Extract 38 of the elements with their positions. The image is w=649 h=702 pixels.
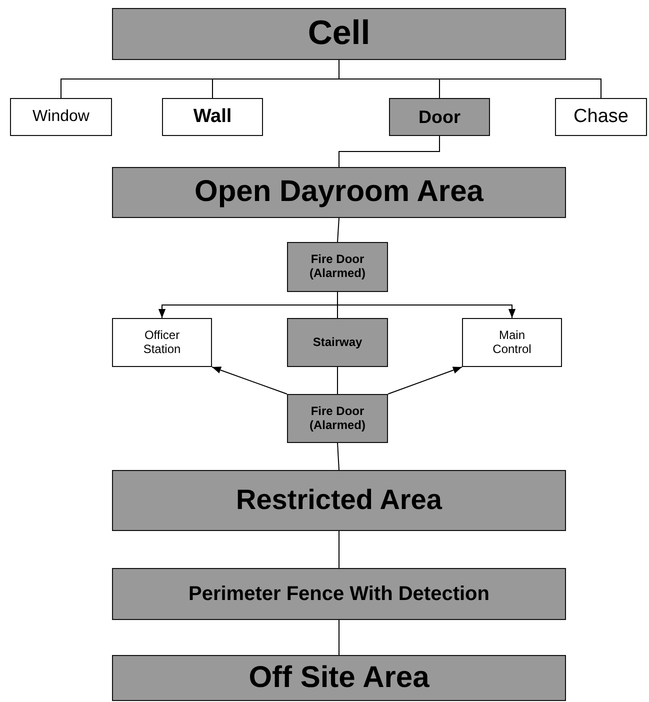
box-label: Wall: [192, 106, 233, 128]
box-label: Fire Door (Alarmed): [308, 253, 366, 281]
component-box: [162, 98, 263, 136]
box-label: Fire Door (Alarmed): [308, 404, 366, 432]
station-box: [462, 318, 562, 367]
box-label: Main Control: [492, 328, 532, 356]
process-box: [287, 318, 388, 367]
process-box: [287, 394, 388, 443]
box-label: Window: [32, 108, 90, 126]
process-box: [287, 242, 388, 292]
box-label: Chase: [572, 106, 630, 128]
connector-line: [337, 366, 338, 394]
arrow: [212, 366, 288, 394]
connector-line: [338, 136, 440, 168]
arrow: [337, 292, 516, 318]
station-box: [112, 318, 212, 367]
box-label: Cell: [306, 14, 372, 54]
connector-line: [337, 218, 340, 242]
connector-line: [338, 530, 340, 568]
component-box: [389, 98, 490, 136]
component-box: [10, 98, 112, 136]
box-label: Open Dayroom Area: [194, 175, 485, 210]
box-label: Perimeter Fence With Detection: [187, 582, 490, 606]
arrow: [388, 366, 462, 394]
box-label: Door: [418, 106, 462, 128]
process-box: [112, 568, 566, 620]
connector-line: [338, 60, 602, 98]
box-label: Restricted Area: [235, 484, 444, 517]
box-label: Stairway: [312, 336, 364, 350]
connector-line: [338, 620, 340, 656]
box-label: Off Site Area: [248, 660, 430, 696]
process-box: [112, 167, 566, 218]
process-box: [112, 8, 566, 60]
connector-line: [337, 442, 340, 470]
process-box: [112, 470, 566, 531]
box-label: Officer Station: [142, 328, 182, 356]
component-box: [555, 98, 647, 136]
process-box: [112, 655, 566, 701]
